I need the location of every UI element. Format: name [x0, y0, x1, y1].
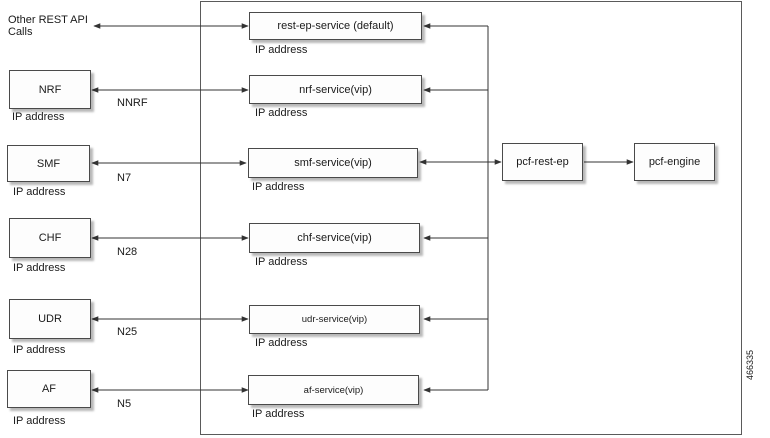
- figure-id: 466335: [745, 349, 755, 380]
- chf-service-label: chf-service(vip): [297, 232, 372, 244]
- udr-service-label: udr-service(vip): [301, 314, 368, 325]
- pcf-container: [200, 1, 742, 435]
- chf-service-box: chf-service(vip): [249, 223, 420, 253]
- chf-node-label: CHF: [38, 232, 62, 244]
- pcf-rest-ep-box: pcf-rest-ep: [502, 143, 583, 181]
- nrf-node: NRF: [9, 70, 91, 109]
- pcf-rest-ep-label: pcf-rest-ep: [516, 156, 569, 168]
- smf-service-label: smf-service(vip): [294, 157, 372, 169]
- udr-node-label: UDR: [38, 313, 62, 325]
- nrf-node-label: NRF: [38, 83, 62, 96]
- chf-ip: IP address: [13, 262, 66, 274]
- rest-ep-service-box: rest-ep-service (default): [249, 12, 422, 40]
- chf-node: CHF: [9, 218, 91, 258]
- rest-ep-service-ip: IP address: [255, 44, 308, 56]
- udr-service-box: udr-service(vip): [249, 305, 420, 334]
- nrf-service-label: nrf-service(vip): [299, 83, 372, 96]
- smf-node-label: SMF: [36, 157, 61, 170]
- af-service-ip: IP address: [252, 408, 305, 420]
- af-service-label: af-service(vip): [303, 384, 364, 396]
- other-rest-line1: Other REST API: [8, 14, 88, 26]
- smf-ip: IP address: [13, 186, 66, 198]
- af-node-label: AF: [41, 383, 57, 395]
- nrf-interface: NNRF: [117, 97, 148, 109]
- af-ip: IP address: [13, 415, 66, 427]
- af-service-box: af-service(vip): [248, 375, 419, 405]
- smf-node: SMF: [7, 145, 90, 182]
- nrf-service-box: nrf-service(vip): [249, 75, 422, 104]
- af-interface: N5: [117, 398, 132, 410]
- udr-ip: IP address: [13, 344, 66, 356]
- chf-interface: N28: [117, 246, 138, 258]
- udr-service-ip: IP address: [255, 337, 308, 349]
- smf-service-ip: IP address: [252, 181, 305, 193]
- pcf-engine-box: pcf-engine: [634, 143, 715, 181]
- chf-service-ip: IP address: [255, 256, 308, 268]
- pcf-engine-label: pcf-engine: [648, 156, 701, 168]
- udr-interface: N25: [117, 326, 138, 338]
- other-rest-line2: Calls: [8, 26, 33, 38]
- af-node: AF: [7, 370, 91, 408]
- smf-interface: N7: [117, 172, 132, 184]
- udr-node: UDR: [9, 299, 91, 339]
- other-rest-label: Other REST API Calls: [8, 14, 88, 38]
- smf-service-box: smf-service(vip): [248, 148, 418, 178]
- nrf-service-ip: IP address: [255, 107, 308, 119]
- rest-ep-service-label: rest-ep-service (default): [277, 20, 394, 32]
- nrf-ip: IP address: [12, 111, 65, 123]
